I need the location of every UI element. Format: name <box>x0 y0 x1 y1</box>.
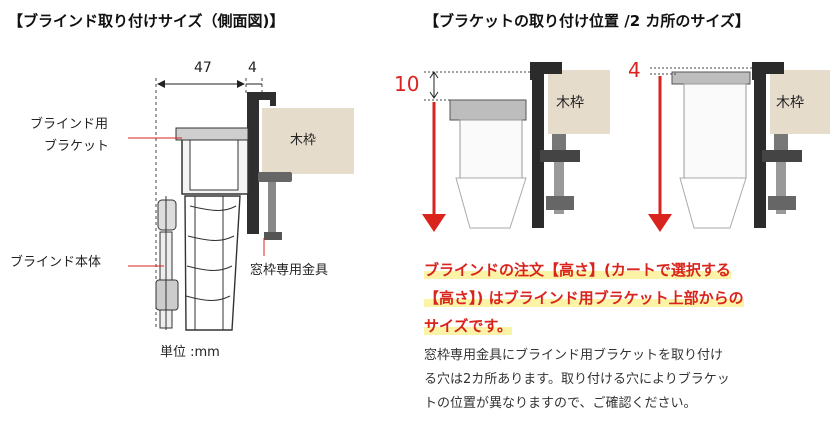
bracket-label-line1: ブラインド用 <box>30 117 109 132</box>
description-line-3: トの位置が異なりますので、ご確認ください。 <box>424 396 697 411</box>
bracket-label-line2: ブラケット <box>44 139 110 154</box>
side-view-diagram <box>128 78 354 331</box>
note-line-2: 【高さ】) はブラインド用ブラケット上部からの <box>424 289 744 307</box>
note-line-3: サイズです。 <box>424 317 513 335</box>
dimension-47: 47 <box>194 60 212 76</box>
note-line-1: ブラインドの注文【高さ】(カートで選択する <box>424 261 731 279</box>
wood-frame-label-left: 木枠 <box>290 133 317 148</box>
side-view-title: 【ブラインド取り付けサイズ（側面図)】 <box>8 12 285 30</box>
wood-frame-label-a: 木枠 <box>556 95 584 111</box>
bracket-position-title: 【ブラケットの取り付け位置 /2 カ所のサイズ】 <box>424 12 750 30</box>
wood-frame-label-b: 木枠 <box>776 95 804 111</box>
mounting-description: 窓枠専用金具にブラインド用ブラケットを取り付け る穴は2カ所あります。取り付ける… <box>424 344 834 416</box>
wood-frame-left <box>262 108 354 174</box>
blind-body-label: ブラインド本体 <box>10 255 102 270</box>
wood-frame-b <box>770 70 830 134</box>
order-height-note: ブラインドの注文【高さ】(カートで選択する 【高さ】) はブラインド用ブラケット… <box>424 256 744 340</box>
description-line-2: る穴は2カ所あります。取り付ける穴によりブラケッ <box>424 372 730 387</box>
window-frame-hardware-label: 窓枠専用金具 <box>250 263 329 278</box>
dimension-4-left: 4 <box>248 60 257 76</box>
wood-frame-a <box>548 70 610 134</box>
unit-label: 単位 :mm <box>160 345 220 360</box>
bracket-position-diagram-a <box>422 62 610 232</box>
bracket-position-diagram-b <box>648 62 830 232</box>
description-line-1: 窓枠専用金具にブラインド用ブラケットを取り付け <box>424 348 724 363</box>
dimension-4-right: 4 <box>628 58 641 82</box>
dimension-10: 10 <box>394 72 420 96</box>
